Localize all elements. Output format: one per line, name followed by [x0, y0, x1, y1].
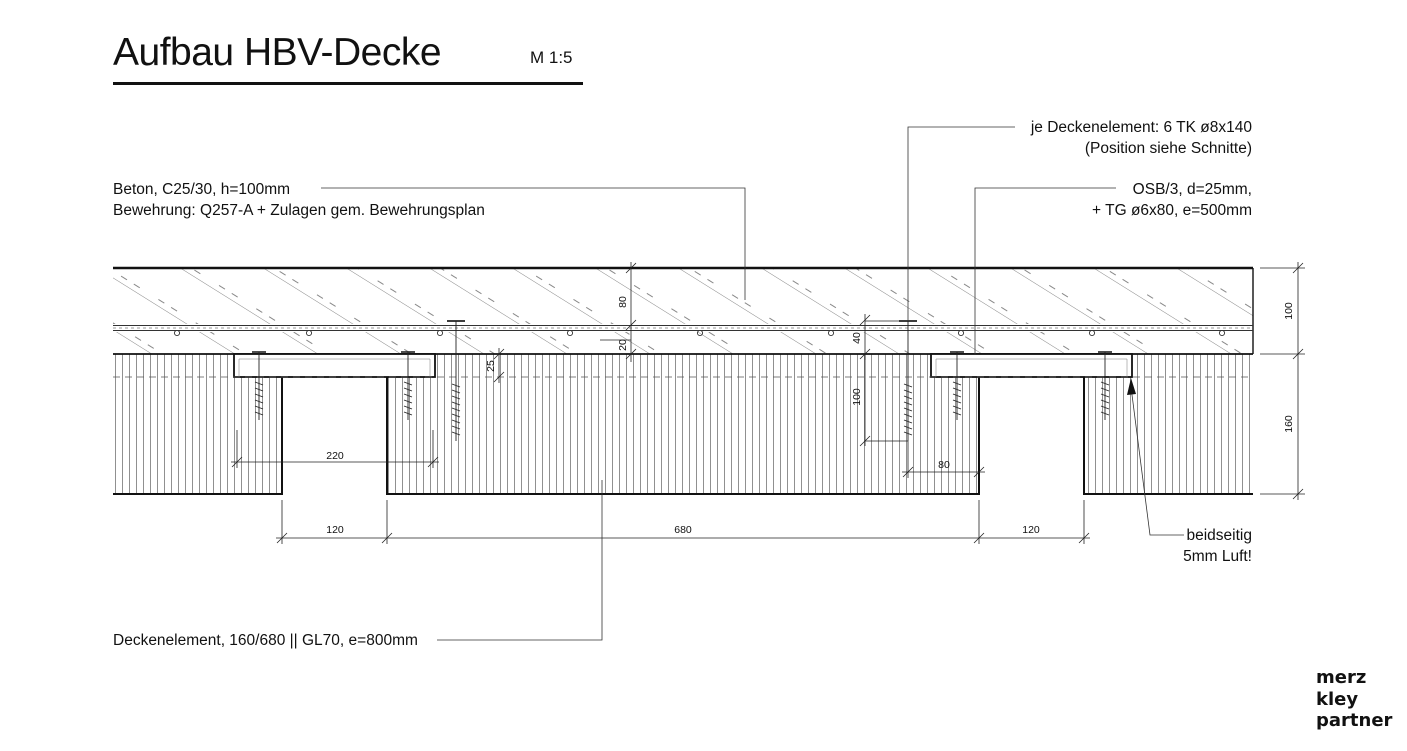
label-deckenelement: Deckenelement, 160/680 || GL70, e=800mm [113, 632, 418, 649]
dim-80-top: 80 [617, 296, 629, 308]
screw-tk-1 [447, 320, 465, 441]
dim-100-inner: 100 [851, 388, 863, 406]
logo-line-3: partner [1316, 710, 1393, 731]
reinforcement-mesh [113, 325, 1253, 337]
label-beton-line1: Beton, C25/30, h=100mm [113, 181, 291, 198]
label-luft-line2: 5mm Luft! [1183, 548, 1252, 565]
label-tk-line1: je Deckenelement: 6 TK ø8x140 [1030, 119, 1252, 136]
screw-tg-3 [950, 351, 964, 420]
drawing-scale: M 1:5 [530, 48, 573, 67]
dim-220: 220 [326, 450, 344, 462]
leader-lines [321, 126, 1184, 641]
osb-board-left [233, 353, 436, 378]
osb-board-right [930, 353, 1133, 378]
dim-120-right: 120 [1022, 524, 1040, 536]
dim-160-right: 160 [1283, 415, 1295, 433]
concrete-slab [113, 266, 1254, 354]
label-osb-line1: OSB/3, d=25mm, [1132, 181, 1252, 198]
label-osb-line2: + TG ø6x80, e=500mm [1092, 202, 1252, 219]
dim-120-left: 120 [326, 524, 344, 536]
dim-100-right: 100 [1283, 302, 1295, 320]
dim-680: 680 [674, 524, 692, 536]
dimension-lines [231, 262, 1305, 544]
logo-line-2: kley [1316, 688, 1359, 710]
dim-25: 25 [485, 360, 497, 372]
arrowhead-icon [1127, 378, 1136, 395]
label-beton-line2: Bewehrung: Q257-A + Zulagen gem. Bewehru… [113, 202, 485, 219]
dim-20: 20 [617, 339, 629, 351]
title-block: Aufbau HBV-Decke M 1:5 [113, 30, 583, 85]
drawing-title: Aufbau HBV-Decke [113, 31, 442, 74]
screw-tg-2 [401, 351, 415, 420]
timber-element-middle [386, 354, 980, 495]
dim-40: 40 [851, 332, 863, 344]
screw-tg-1 [252, 351, 266, 420]
logo-line-1: merz [1316, 667, 1367, 688]
company-logo: merz kley partner [1316, 667, 1392, 732]
dim-80-small: 80 [938, 459, 950, 471]
label-tk-line2: (Position siehe Schnitte) [1084, 140, 1252, 157]
screw-tg-4 [1098, 351, 1112, 420]
label-luft-line1: beidseitig [1186, 527, 1253, 544]
